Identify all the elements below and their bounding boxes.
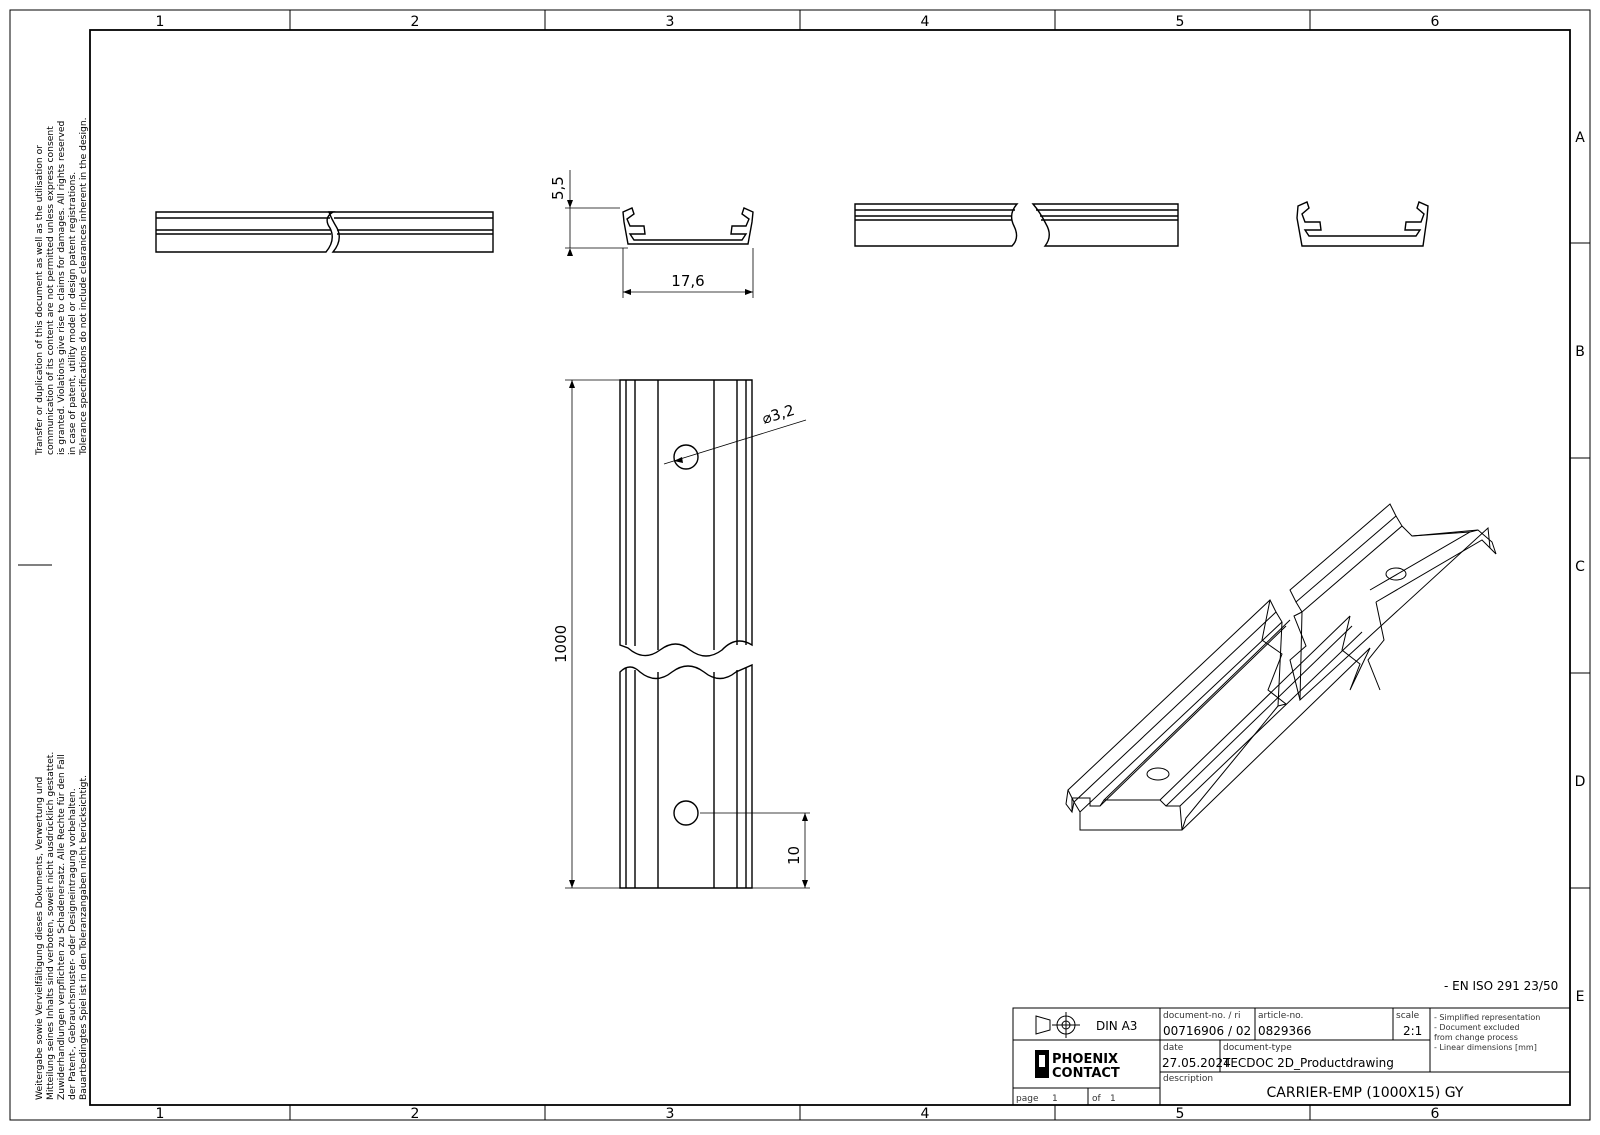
notes-line-4: - Linear dimensions [mm]: [1434, 1043, 1537, 1052]
notice-en-line-5: Tolerance specifications do not include …: [78, 117, 89, 456]
notes-line-3: from change process: [1434, 1033, 1518, 1042]
revision-value: / 02: [1228, 1024, 1251, 1038]
notes-line-1: - Simplified representation: [1434, 1013, 1540, 1022]
col-label-5: 5: [1176, 14, 1185, 30]
dim-hole: ⌀3,2: [663, 401, 807, 465]
profile-cross-section: [622, 207, 754, 245]
inner-frame: [89, 29, 1571, 1106]
row-label-d: D: [1575, 774, 1586, 790]
notice-english: Transfer or duplication of this document…: [34, 117, 89, 456]
notice-en-line-3: is granted. Violations give rise to clai…: [56, 121, 67, 455]
of-label: of: [1092, 1094, 1102, 1104]
standard-note: - EN ISO 291 23/50: [1444, 979, 1558, 993]
article-value: 0829366: [1258, 1024, 1311, 1038]
column-labels-bottom: 1 2 3 4 5 6: [156, 1106, 1440, 1122]
row-label-e: E: [1576, 989, 1585, 1005]
col-label-bottom-2: 2: [411, 1106, 420, 1122]
description-label: description: [1163, 1074, 1213, 1084]
notes-line-2: - Document excluded: [1434, 1023, 1520, 1032]
format-text: DIN A3: [1096, 1019, 1137, 1033]
projection-symbol-icon: [1035, 1012, 1080, 1038]
end-profile-right: [1296, 201, 1429, 247]
col-label-6: 6: [1431, 14, 1440, 30]
notice-de-line-4: der Patent-, Gebrauchsmuster- oder Desig…: [67, 788, 78, 1100]
col-label-bottom-5: 5: [1176, 1106, 1185, 1122]
row-label-c: C: [1575, 559, 1585, 575]
page-value: 1: [1052, 1094, 1058, 1104]
article-label: article-no.: [1258, 1011, 1303, 1021]
row-label-b: B: [1575, 344, 1585, 360]
dim-length: 1000: [552, 379, 620, 889]
logo-line-2: CONTACT: [1052, 1066, 1120, 1081]
doc-no-value: 00716906: [1163, 1024, 1224, 1038]
dim-hole-text: ⌀3,2: [760, 401, 797, 428]
col-label-bottom-3: 3: [666, 1106, 675, 1122]
scale-value: 2:1: [1403, 1024, 1422, 1038]
notice-en-line-4: in case of patent, utility model or desi…: [67, 172, 78, 455]
front-view-long: [619, 379, 753, 889]
doctype-value: TECDOC 2D_Productdrawing: [1222, 1056, 1394, 1070]
title-block: DIN A3 PHOENIX CONTACT page 1 of 1 docum…: [1012, 1007, 1571, 1106]
doctype-label: document-type: [1223, 1043, 1292, 1053]
logo-line-1: PHOENIX: [1052, 1052, 1118, 1067]
dim-height-text: 5,5: [549, 176, 567, 200]
notice-en-line-1: Transfer or duplication of this document…: [34, 145, 45, 456]
description-value: CARRIER-EMP (1000X15) GY: [1267, 1085, 1464, 1101]
dim-width: 17,6: [622, 248, 754, 298]
dim-offset-text: 10: [785, 846, 803, 865]
notice-de-line-1: Weitergabe sowie Vervielfältigung dieses…: [34, 777, 45, 1100]
doc-no-label: document-no. / ri: [1163, 1011, 1241, 1021]
dim-width-text: 17,6: [671, 272, 704, 290]
col-label-2: 2: [411, 14, 420, 30]
notice-en-line-2: communication of its content are not per…: [45, 126, 56, 455]
notice-de-line-3: Zuwiderhandlungen verpflichten zu Schade…: [56, 754, 67, 1100]
dim-length-text: 1000: [552, 625, 570, 663]
date-label: date: [1163, 1043, 1184, 1053]
page-label: page: [1016, 1094, 1039, 1104]
row-labels: A B C D E: [1575, 130, 1586, 1005]
notice-de-line-5: Bauartbedingtes Spiel ist in den Toleran…: [78, 775, 89, 1100]
col-label-4: 4: [921, 14, 930, 30]
row-label-a: A: [1575, 130, 1585, 146]
of-value: 1: [1110, 1094, 1116, 1104]
company-logo: PHOENIX CONTACT: [1035, 1050, 1120, 1081]
isometric-view: [1065, 503, 1497, 831]
notice-de-line-2: Mitteilung seines Inhalts sind verboten,…: [45, 752, 56, 1100]
date-value: 27.05.2024: [1162, 1056, 1231, 1070]
top-view-right: [854, 203, 1179, 247]
col-label-bottom-4: 4: [921, 1106, 930, 1122]
col-label-bottom-1: 1: [156, 1106, 165, 1122]
col-label-bottom-6: 6: [1431, 1106, 1440, 1122]
scale-label: scale: [1396, 1011, 1420, 1021]
notice-german: Weitergabe sowie Vervielfältigung dieses…: [34, 752, 89, 1100]
dim-offset: 10: [700, 812, 810, 889]
col-label-1: 1: [156, 14, 165, 30]
dim-height: 5,5: [549, 170, 628, 256]
column-dividers: [18, 10, 1590, 1120]
col-label-3: 3: [666, 14, 675, 30]
column-labels-top: 1 2 3 4 5 6: [156, 14, 1440, 30]
outer-border: [9, 9, 1591, 1121]
side-view-left: [155, 211, 494, 253]
